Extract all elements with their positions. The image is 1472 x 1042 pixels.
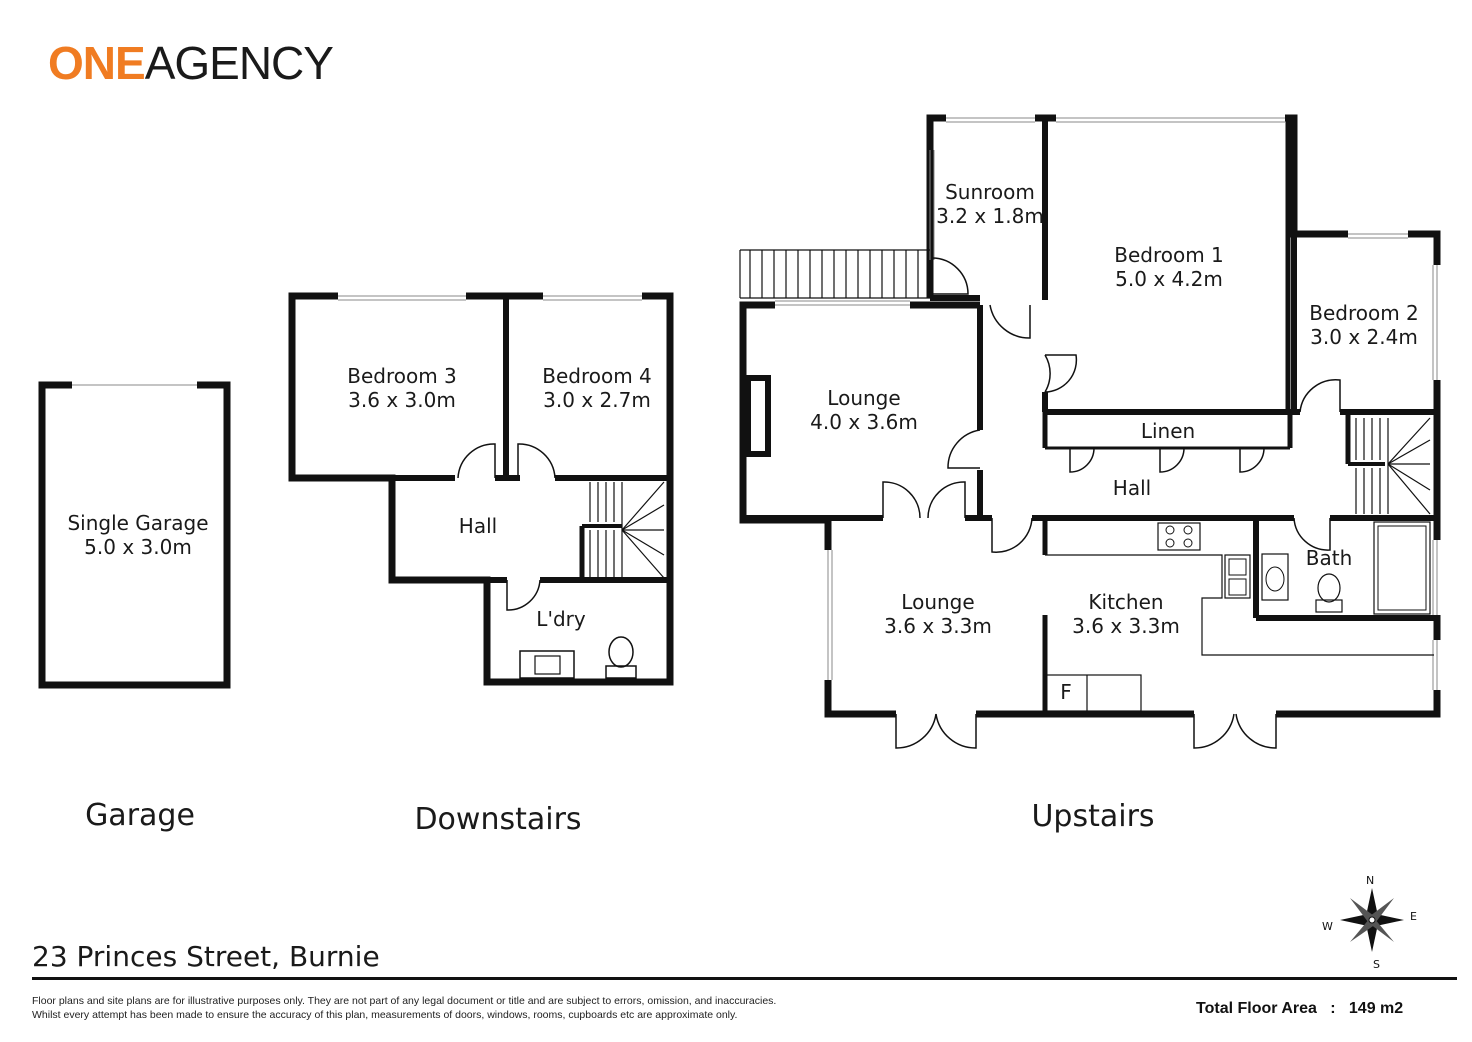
upstairs-plan (739, 114, 1441, 749)
compass-w: W (1322, 920, 1333, 933)
section-upstairs: Upstairs (1031, 799, 1154, 834)
room-bedroom3-name: Bedroom 3 (347, 364, 457, 388)
disclaimer-line-1: Floor plans and site plans are for illus… (32, 995, 777, 1007)
room-hall-down-name: Hall (459, 514, 497, 538)
room-bedroom4-size: 3.0 x 2.7m (543, 388, 651, 412)
logo-regular: AGENCY (144, 37, 334, 89)
room-laundry-name: L'dry (536, 607, 586, 631)
room-lounge-upper-name: Lounge (827, 386, 900, 410)
total-floor-area-label: Total Floor Area (1196, 1000, 1317, 1017)
room-sunroom-name: Sunroom (945, 180, 1035, 204)
footer-divider (32, 977, 1457, 980)
compass-s: S (1373, 958, 1380, 971)
section-downstairs: Downstairs (414, 802, 581, 837)
property-address: 23 Princes Street, Burnie (32, 940, 380, 973)
room-single-garage-size: 5.0 x 3.0m (84, 535, 192, 559)
compass-rose-icon: N S E W (1322, 874, 1417, 971)
room-bedroom3-size: 3.6 x 3.0m (348, 388, 456, 412)
compass-n: N (1366, 874, 1374, 887)
downstairs-plan (288, 292, 674, 686)
room-single-garage-name: Single Garage (67, 511, 208, 535)
room-sunroom-size: 3.2 x 1.8m (936, 204, 1044, 228)
room-linen-name: Linen (1141, 419, 1195, 443)
garage-plan (38, 381, 231, 689)
logo-bold: ONE (48, 37, 146, 89)
room-lounge-lower-name: Lounge (901, 590, 974, 614)
section-garage: Garage (85, 798, 195, 833)
room-bedroom2-name: Bedroom 2 (1309, 301, 1419, 325)
compass-e: E (1410, 910, 1417, 923)
room-kitchen-size: 3.6 x 3.3m (1072, 614, 1180, 638)
room-bedroom1-size: 5.0 x 4.2m (1115, 267, 1223, 291)
room-fridge-label: F (1060, 680, 1072, 704)
room-bath-name: Bath (1306, 546, 1353, 570)
room-lounge-lower-size: 3.6 x 3.3m (884, 614, 992, 638)
total-floor-area-value: 149 m2 (1348, 1000, 1404, 1017)
room-hall-up-name: Hall (1113, 476, 1151, 500)
disclaimer-line-2: Whilst every attempt has been made to en… (32, 1009, 738, 1021)
total-floor-area: Total Floor Area:149 m2 (1196, 1000, 1403, 1018)
room-lounge-upper-size: 4.0 x 3.6m (810, 410, 918, 434)
room-bedroom1-name: Bedroom 1 (1114, 243, 1224, 267)
total-floor-area-separator: : (1330, 1000, 1336, 1017)
brand-logo: ONEAGENCY (48, 37, 334, 89)
room-bedroom4-name: Bedroom 4 (542, 364, 652, 388)
disclaimer: Floor plans and site plans are for illus… (32, 994, 852, 1022)
room-kitchen-name: Kitchen (1088, 590, 1163, 614)
room-bedroom2-size: 3.0 x 2.4m (1310, 325, 1418, 349)
